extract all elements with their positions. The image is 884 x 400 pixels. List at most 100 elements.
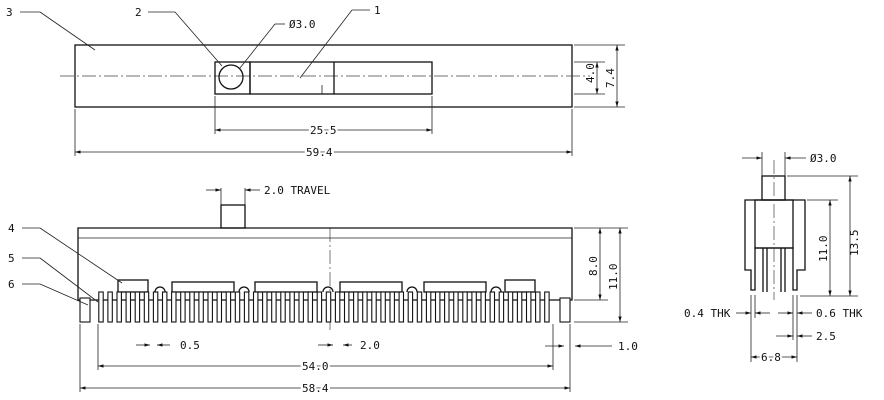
- terminal-pin: [389, 291, 395, 323]
- label-travel: 2.0 TRAVEL: [264, 184, 331, 197]
- terminal-pin: [216, 291, 223, 323]
- mounting-leg: [559, 297, 571, 323]
- label-side-11-0: 11.0: [817, 236, 830, 263]
- leader-dia: [239, 23, 276, 69]
- terminal-pin: [198, 291, 204, 323]
- contact-pad: [117, 279, 149, 293]
- label-2-5: 2.5: [816, 330, 836, 343]
- terminal-pin: [325, 291, 332, 323]
- terminal-pin: [234, 291, 241, 323]
- terminal-pin: [180, 291, 186, 323]
- terminal-pin: [416, 291, 423, 323]
- terminal-pin: [525, 291, 532, 323]
- terminal-pin: [98, 291, 104, 323]
- label-6-8: 6.8: [761, 351, 781, 364]
- terminal-pin: [298, 291, 304, 323]
- leader-3b: [39, 11, 96, 51]
- terminal-pin: [307, 291, 314, 323]
- terminal-pin: [480, 291, 486, 323]
- terminal-pin: [516, 291, 523, 323]
- terminal-pin: [243, 291, 250, 323]
- terminal-pin: [353, 291, 359, 323]
- label-hole-dia: Ø3.0: [289, 18, 316, 31]
- terminal-pin: [434, 291, 441, 323]
- terminal-pin: [289, 291, 295, 323]
- contact-pad: [504, 279, 536, 293]
- terminal-pin: [425, 291, 432, 323]
- label-0-4-thk: 0.4 THK: [684, 307, 731, 320]
- contact-pad: [339, 281, 403, 293]
- label-8-0: 8.0: [587, 256, 600, 276]
- callout-1: 1: [374, 4, 381, 17]
- label-4-0: 4.0: [584, 63, 597, 83]
- terminal-pin: [125, 291, 132, 323]
- terminal-pin: [225, 291, 232, 323]
- terminal-pin: [316, 291, 323, 323]
- detent-bump: [238, 286, 250, 293]
- label-54-0: 54.0: [302, 360, 329, 373]
- contact-pad: [254, 281, 318, 293]
- terminal-pin: [535, 291, 541, 323]
- side-frame: [744, 199, 806, 291]
- actuator: [220, 204, 246, 229]
- terminal-pin: [544, 291, 550, 323]
- terminal-pin: [380, 291, 386, 323]
- terminal-pin: [152, 291, 159, 323]
- terminal-pin: [498, 291, 505, 323]
- terminal-pin: [189, 291, 195, 323]
- label-59-4: 59.4: [306, 146, 333, 159]
- side-view: [736, 152, 858, 362]
- terminal-pin: [489, 291, 496, 323]
- front-pins: [79, 286, 571, 323]
- label-11-0: 11.0: [607, 264, 620, 291]
- callout-2: 2: [135, 6, 142, 19]
- callout-3: 3: [6, 6, 13, 19]
- leader-2b: [174, 11, 223, 67]
- leader-1b: [299, 9, 353, 79]
- terminal-pin: [343, 291, 350, 323]
- leader-5b: [39, 257, 99, 303]
- label-1-0: 1.0: [618, 340, 638, 353]
- label-58-4: 58.4: [302, 382, 329, 395]
- terminal-pin: [161, 291, 168, 323]
- terminal-pin: [371, 291, 377, 323]
- label-0-5: 0.5: [180, 339, 200, 352]
- label-0-6-thk: 0.6 THK: [816, 307, 863, 320]
- terminal-pin: [107, 291, 113, 323]
- leader-4b: [39, 227, 123, 284]
- slot-outline: [249, 61, 433, 95]
- terminal-pin: [271, 291, 277, 323]
- callout-4: 4: [8, 222, 15, 235]
- terminal-pin: [407, 291, 414, 323]
- terminal-pin: [280, 291, 286, 323]
- label-25-5: 25.5: [310, 124, 337, 137]
- label-side-dia: Ø3.0: [810, 152, 837, 165]
- terminal-pin: [334, 291, 341, 323]
- side-actuator: [761, 175, 786, 201]
- mounting-leg: [79, 297, 91, 323]
- detent-bump: [322, 286, 334, 293]
- terminal-pin: [252, 291, 259, 323]
- front-body-outline: [77, 227, 573, 301]
- front-view: [22, 188, 628, 392]
- terminal-pin: [507, 291, 514, 323]
- terminal-pin: [444, 291, 450, 323]
- detent-bump: [406, 286, 418, 293]
- terminal-pin: [143, 291, 150, 323]
- label-side-13-5: 13.5: [848, 230, 861, 257]
- contact-pad: [171, 281, 235, 293]
- terminal-pin: [116, 291, 122, 323]
- terminal-pin: [471, 291, 477, 323]
- terminal-pin: [171, 291, 177, 323]
- terminal-pin: [398, 291, 405, 323]
- callout-5: 5: [8, 252, 15, 265]
- label-2-0: 2.0: [360, 339, 380, 352]
- terminal-pin: [453, 291, 459, 323]
- detent-bump: [154, 286, 166, 293]
- terminal-pin: [207, 291, 213, 323]
- terminal-pin: [262, 291, 268, 323]
- terminal-pin: [462, 291, 468, 323]
- knob-hole: [218, 64, 244, 90]
- contact-pad: [423, 281, 487, 293]
- top-view: [20, 9, 625, 156]
